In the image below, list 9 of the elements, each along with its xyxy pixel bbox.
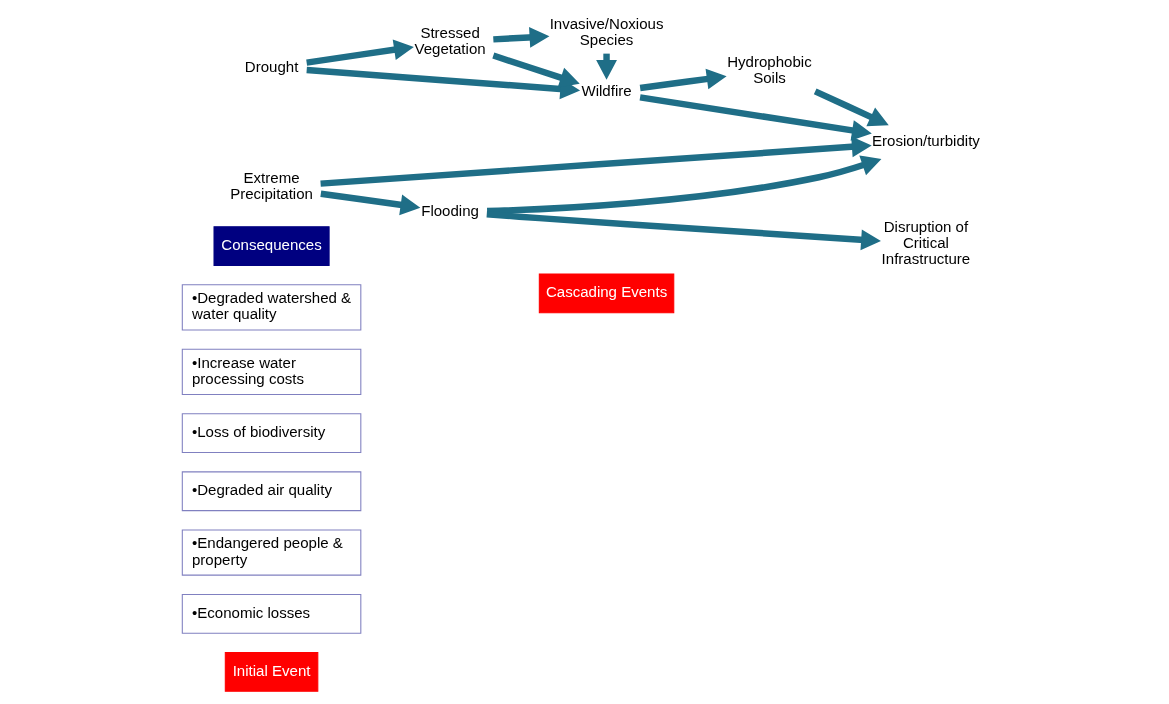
node-text: Disruption of Critical Infrastructure (881, 217, 971, 268)
node-text: Stressed Vegetation (414, 23, 486, 57)
node-text: Drought (244, 57, 299, 75)
node-text: Extreme Precipitation (230, 168, 313, 202)
node-text: Invasive/Noxious Species (549, 15, 664, 49)
node-text: Erosion/turbidity (871, 131, 980, 149)
node-text: Wildfire (581, 82, 632, 100)
node-text: Flooding (421, 201, 479, 219)
node-text: Hydrophobic Soils (727, 52, 812, 86)
